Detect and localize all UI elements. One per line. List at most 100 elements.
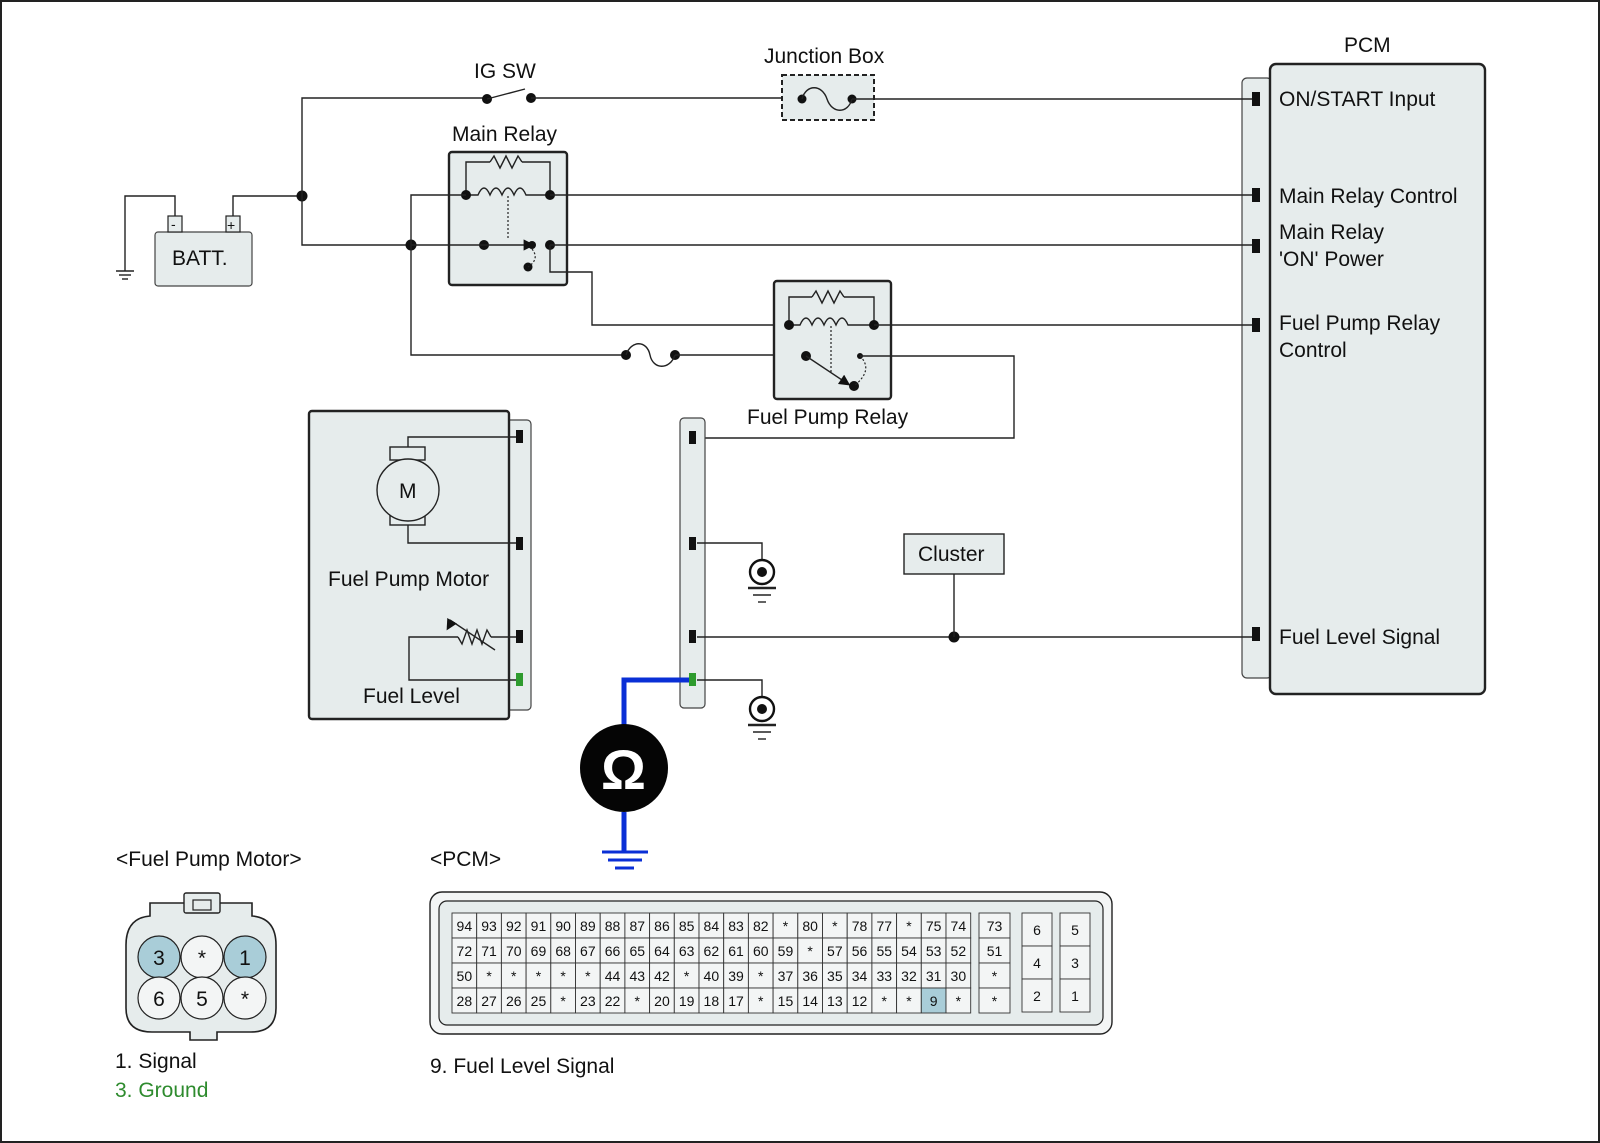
pcm-connector-pin-label: * (536, 968, 542, 984)
pcm-connector-pin-label: 59 (778, 943, 794, 959)
pcm-connector-pin-label: 72 (457, 943, 473, 959)
junction-box-label: Junction Box (764, 45, 885, 68)
fuel-pump-pin-2 (516, 537, 523, 550)
pcm-connector-side-pin-label: 73 (987, 918, 1003, 934)
ohmmeter-icon: Ω (580, 724, 668, 812)
pcm-connector-pin-label: 77 (876, 918, 892, 934)
harness-pin-3 (689, 630, 696, 643)
pcm-connector-pin-label: * (956, 993, 962, 1009)
pcm-connector-pin-label: 25 (531, 993, 547, 1009)
pcm-connector-pin-label: * (758, 968, 764, 984)
pcm-connector-pin-label: 82 (753, 918, 769, 934)
fuel-pump-connector-title: <Fuel Pump Motor> (116, 848, 302, 871)
pcm-connector-block-pin-label: 1 (1071, 988, 1079, 1004)
pcm-connector-pin-label: * (783, 918, 789, 934)
pcm-connector-pin-label: 65 (629, 943, 645, 959)
pcm-connector-side-pin (978, 937, 1011, 964)
pcm-connector-pin (945, 937, 972, 964)
pcm-connector-pin-label: 37 (778, 968, 794, 984)
pcm-connector-pin-label: 17 (728, 993, 744, 1009)
junction-box-outline (781, 74, 875, 121)
pcm-connector-block-pin-label: 5 (1071, 922, 1079, 938)
main-relay-label: Main Relay (452, 123, 558, 146)
pcm-connector-pin-label: 93 (481, 918, 497, 934)
pcm-connector-pin-label: 86 (654, 918, 670, 934)
chassis-ground-icon-2 (748, 695, 776, 740)
fuel-pump-module-body (307, 409, 511, 721)
pcm-connector-pin-label: 44 (605, 968, 621, 984)
pcm-connector-pin-label: 56 (852, 943, 868, 959)
pcm-connector-block-pin-label: 2 (1033, 988, 1041, 1004)
ohmmeter-symbol: Ω (601, 738, 646, 801)
pcm-connector-pin-label: 52 (951, 943, 967, 959)
pcm-pin-main-relay-power (1252, 239, 1260, 253)
pcm-connector-pin-label: 42 (654, 968, 670, 984)
pcm-connector-pin-label: 20 (654, 993, 670, 1009)
fuel-pump-relay-label: Fuel Pump Relay (747, 406, 909, 429)
pcm-connector-pin-label: 80 (802, 918, 818, 934)
pcm-connector-pin (920, 912, 947, 939)
pcm-connector-pin-label: 14 (802, 993, 818, 1009)
chassis-ground-icon-1 (748, 558, 776, 603)
pcm-connector-pin-label: 70 (506, 943, 522, 959)
pcm-connector-pin-label: * (832, 918, 838, 934)
fuel-pump-connector-pin-label: 3 (153, 947, 165, 970)
pcm-connector-pin-label: * (486, 968, 492, 984)
pcm-connector-block-pin (1021, 978, 1053, 1013)
ig-switch-label: IG SW (474, 60, 536, 83)
pcm-connector-pin (550, 912, 576, 939)
pcm-connector-pin-label: 43 (629, 968, 645, 984)
pcm-connector-pin-label: 26 (506, 993, 522, 1009)
pcm-connector-pin-label: * (511, 968, 517, 984)
battery-minus-sign: - (171, 216, 176, 232)
pcm-connector-pin-label: 62 (704, 943, 720, 959)
harness-pin-1 (689, 431, 696, 444)
pcm-connector-pin-label: 35 (827, 968, 843, 984)
harness-pin-ground (689, 673, 696, 686)
pcm-label-fuel-level-signal: Fuel Level Signal (1279, 626, 1440, 649)
pcm-connector-pin-label: * (560, 993, 566, 1009)
pcm-connector-pin (747, 937, 774, 964)
pcm-connector-pin-label: 71 (481, 943, 497, 959)
pcm-connector-pin-label: * (906, 993, 912, 1009)
fuel-pump-connector-pin (137, 976, 181, 1020)
cluster: Cluster (903, 533, 1005, 575)
battery: - + BATT. (116, 195, 253, 287)
pcm-connector-side-pin (978, 912, 1011, 939)
pcm-connector-strip (1241, 77, 1273, 679)
fuel-pump-pin-3 (516, 630, 523, 643)
pcm-connector-pin-label: 91 (531, 918, 547, 934)
pcm-connector-pin (698, 937, 725, 964)
pcm-connector-pin-label: 27 (481, 993, 497, 1009)
fuel-pump-connector-pin-label: * (198, 947, 206, 970)
pcm-connector-pin-label: 67 (580, 943, 596, 959)
pcm-connector-pin-label: 88 (605, 918, 621, 934)
pcm-label-fuel-pump-relay-control-2: Control (1279, 339, 1347, 362)
pcm-connector-pin-label: 84 (704, 918, 720, 934)
pcm-title: PCM (1344, 34, 1391, 57)
pcm-connector-pin-label: 55 (876, 943, 892, 959)
pcm-label-main-relay-power-1: Main Relay (1279, 221, 1385, 244)
pcm-connector-pin (500, 962, 527, 989)
pcm-label-main-relay-control: Main Relay Control (1279, 185, 1458, 208)
ohmmeter-ground-icon (602, 850, 648, 870)
pcm-connector-pin-label: * (906, 918, 912, 934)
fuel-pump-connector-pin-label: * (241, 988, 249, 1011)
junction-box: Junction Box (764, 45, 885, 121)
fuel-level-label: Fuel Level (363, 685, 460, 708)
motor-brush-top (389, 446, 426, 461)
fuel-pump-connector-pin (223, 976, 267, 1020)
pcm-label-fuel-pump-relay-control-1: Fuel Pump Relay (1279, 312, 1441, 335)
pcm-connector-pin-label: 36 (802, 968, 818, 984)
pcm-connector-pin (550, 962, 576, 989)
cluster-box (903, 533, 1005, 575)
pcm-connector-side-pin (978, 987, 1011, 1014)
pcm-connector-pin-label: 19 (679, 993, 695, 1009)
pcm-connector-pin-label: 13 (827, 993, 843, 1009)
pcm-connector-pin (500, 987, 527, 1014)
pcm-connector-pin (846, 937, 873, 964)
pcm-connector-side-pin-label: * (992, 993, 998, 1009)
